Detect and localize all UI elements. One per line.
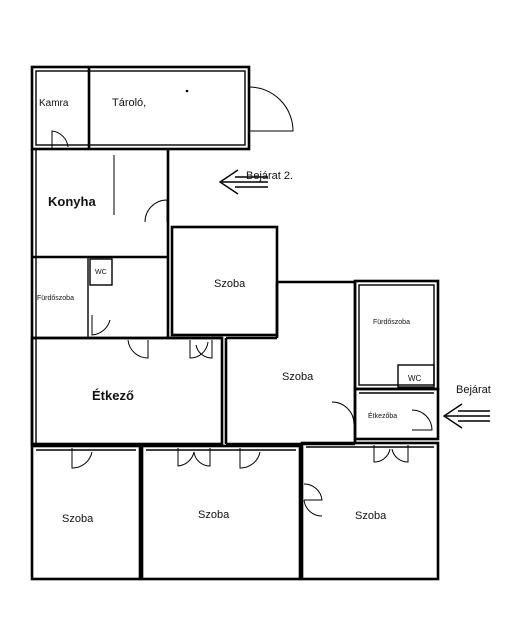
- room-label-szoba-bottom-right: Szoba: [355, 510, 387, 522]
- arrow-left-icon: [218, 169, 268, 195]
- walls: [30, 65, 440, 581]
- doors: [51, 86, 433, 517]
- room-label-furdoszoba: Fürdőszoba: [37, 295, 74, 302]
- room-label-szoba-center: Szoba: [282, 371, 314, 383]
- room-label-furdoszoba-right: Fürdőszoba: [373, 319, 410, 326]
- arrow-left-icon: [442, 403, 490, 429]
- room-label-konyha: Konyha: [48, 194, 96, 209]
- room-label-tarolo: Tároló,: [112, 97, 146, 109]
- entrance-label-2: Bejárat 2.: [246, 170, 293, 182]
- room-label-wc: WC: [95, 269, 107, 276]
- room-label-szoba-bottom-middle: Szoba: [198, 509, 230, 521]
- marker-dot: [185, 89, 189, 93]
- room-label-szoba-mid: Szoba: [214, 278, 246, 290]
- room-label-wc-right: WC: [408, 374, 422, 383]
- entrance-label-main: Bejárat: [456, 384, 491, 396]
- room-label-kamra: Kamra: [39, 98, 69, 109]
- room-label-etkezo-small: Étkezőba: [368, 411, 397, 420]
- room-label-szoba-bottom-left: Szoba: [62, 513, 94, 525]
- room-label-etkezo: Étkező: [92, 388, 134, 403]
